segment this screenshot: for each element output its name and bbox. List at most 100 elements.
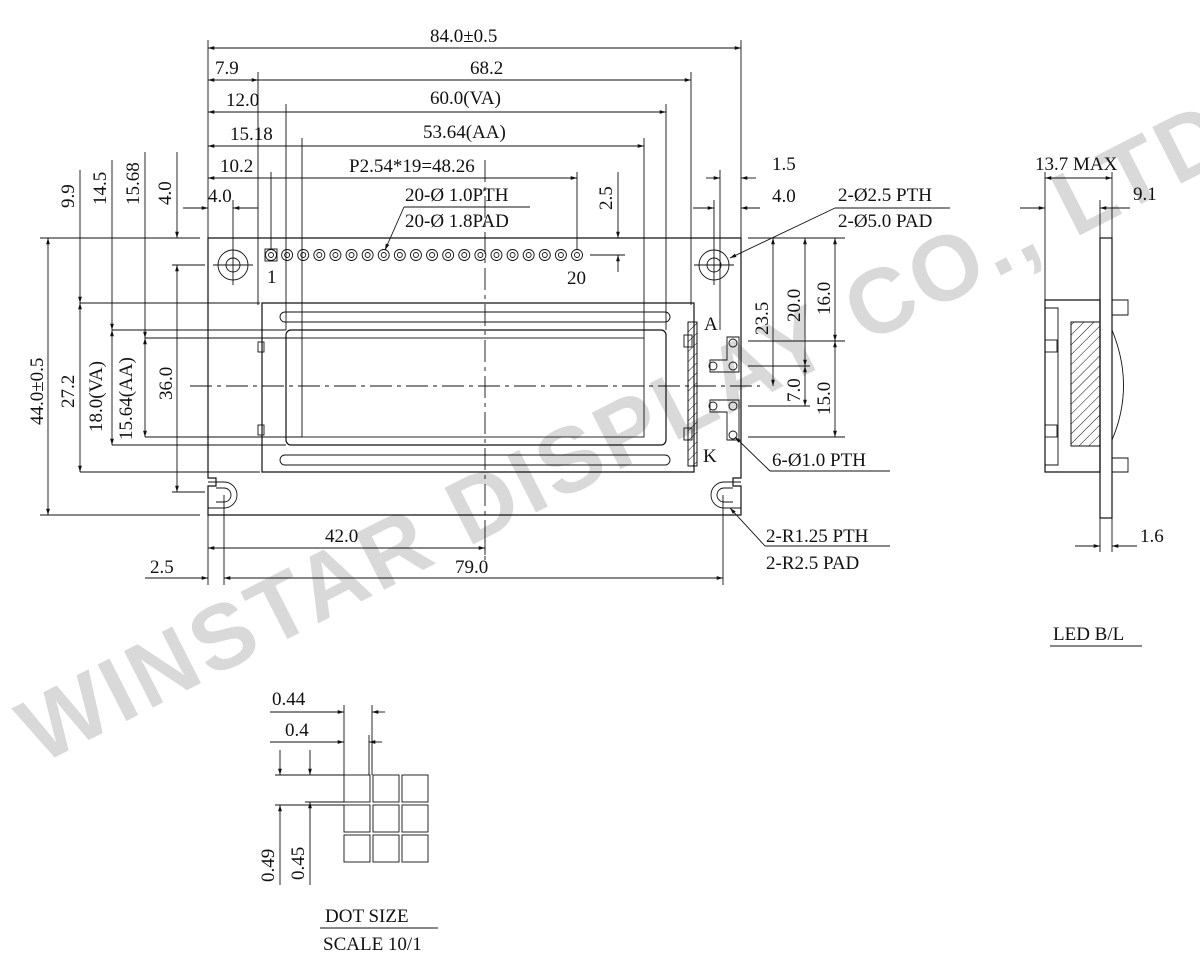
dim-aa-width: 53.64(AA) (423, 122, 506, 143)
dot-cell (372, 804, 400, 833)
pin-13 (458, 249, 471, 261)
pin-15 (490, 249, 503, 261)
dim-overall-height: 44.0±0.5 (27, 358, 48, 425)
dim-27-2: 27.2 (58, 375, 79, 408)
label-pin-pad: 20-Ø 1.8PAD (405, 211, 509, 232)
label-slot-pad: 2-R2.5 PAD (766, 553, 859, 574)
dim-2-5-top: 2.5 (596, 186, 617, 210)
bottom-dimensions: 42.0 2.5 79.0 (145, 495, 724, 585)
dim-4-0-left: 4.0 (208, 186, 232, 207)
dim-20-0: 20.0 (784, 289, 805, 322)
dim-0-49: 0.49 (258, 849, 279, 882)
dot-size-caption: DOT SIZE (325, 906, 409, 927)
dim-7-9: 7.9 (215, 58, 239, 79)
pin-header (264, 248, 583, 262)
pin-4 (313, 249, 326, 261)
label-led-pth: 6-Ø1.0 PTH (772, 450, 866, 471)
mounting-hole-right (694, 245, 734, 285)
pin-18 (538, 249, 551, 261)
slot-left (208, 481, 238, 509)
top-dimensions: 84.0±0.5 7.9 68.2 12.0 60.0(VA) 15.18 53… (183, 26, 950, 338)
pin-2 (281, 249, 294, 261)
dim-0-45: 0.45 (288, 847, 309, 880)
dim-overall-width: 84.0±0.5 (430, 26, 497, 47)
dot-cell (343, 774, 371, 803)
active-area (301, 337, 645, 438)
pin-12 (442, 249, 455, 261)
dot-cell (343, 834, 371, 863)
dim-9-9: 9.9 (58, 184, 79, 208)
dot-grid (343, 774, 429, 863)
dim-15-68: 15.68 (123, 162, 144, 205)
pin-19 (554, 249, 567, 261)
dim-4-0-right: 4.0 (772, 186, 796, 207)
dot-cell (401, 834, 429, 863)
left-dimensions: 44.0±0.5 9.9 27.2 14.5 18.0(VA) 15.68 15… (27, 152, 302, 516)
dim-7-0: 7.0 (784, 378, 805, 402)
pin-9 (393, 249, 406, 261)
dim-pin-pitch: P2.54*19=48.26 (349, 156, 475, 177)
dim-va-height: 18.0(VA) (86, 361, 107, 432)
dot-size-detail: 0.44 0.4 0.49 0.45 DOT SIZE SCALE 10/1 (258, 689, 438, 955)
dot-cell (343, 804, 371, 833)
dim-79-0: 79.0 (455, 557, 488, 578)
dim-pcb-thickness: 1.6 (1140, 526, 1164, 547)
mounting-hole-left (213, 245, 253, 285)
pin-6 (345, 249, 358, 261)
dim-36-0: 36.0 (156, 367, 177, 400)
led-backlight-strip (687, 321, 698, 467)
label-slot-pth: 2-R1.25 PTH (766, 526, 869, 547)
dim-12-0: 12.0 (226, 90, 259, 111)
anode-label: A (704, 314, 718, 335)
dot-cell (372, 834, 400, 863)
label-mount-pth: 2-Ø2.5 PTH (838, 185, 932, 206)
pin-16 (506, 249, 519, 261)
pin-3 (297, 249, 310, 261)
dim-42-0: 42.0 (325, 526, 358, 547)
dim-2-5-bottom: 2.5 (150, 557, 174, 578)
dot-scale-caption: SCALE 10/1 (323, 934, 422, 955)
dim-4-0-vertical: 4.0 (155, 181, 176, 205)
led-pads (708, 336, 740, 441)
dim-1-5: 1.5 (772, 154, 796, 175)
pin-5 (329, 249, 342, 261)
pcb-outline (207, 237, 742, 516)
dim-10-2: 10.2 (220, 156, 253, 177)
dim-0-44: 0.44 (272, 689, 306, 710)
dim-va-width: 60.0(VA) (430, 88, 501, 109)
dim-9-1: 9.1 (1133, 184, 1157, 205)
dim-max-thickness: 13.7 MAX (1035, 154, 1118, 175)
pin-1-label: 1 (267, 267, 277, 288)
dot-cell (401, 774, 429, 803)
dot-cell (372, 774, 400, 803)
dim-14-5: 14.5 (90, 172, 111, 205)
dim-15-0: 15.0 (814, 382, 835, 415)
front-view: 1 20 A K 84.0±0.5 7.9 68.2 12.0 60.0(VA) (27, 26, 950, 585)
viewing-area (285, 329, 667, 446)
side-view-caption: LED B/L (1053, 624, 1124, 645)
watermark: WINSTAR DISPLAY CO., LTD. (3, 68, 1200, 783)
pin-10 (409, 249, 422, 261)
side-view: 13.7 MAX 9.1 1.6 LED B/L (1020, 154, 1164, 647)
dim-16-0: 16.0 (814, 282, 835, 315)
pin-8 (377, 249, 390, 261)
pin-20 (571, 249, 583, 261)
pin-17 (522, 249, 535, 261)
pin-14 (474, 249, 487, 261)
dim-0-4: 0.4 (285, 720, 309, 741)
label-mount-pad: 2-Ø5.0 PAD (838, 211, 932, 232)
label-pin-pth: 20-Ø 1.0PTH (405, 185, 509, 206)
pin-20-label: 20 (567, 268, 586, 289)
side-pcb (1099, 237, 1113, 519)
pin-1 (264, 248, 278, 262)
lcd-bezel (261, 302, 695, 473)
right-dimensions: 23.5 20.0 16.0 7.0 15.0 6-Ø1.0 PTH 2-R1.… (729, 237, 890, 574)
side-backlight (1070, 321, 1101, 447)
dim-15-18: 15.18 (230, 124, 273, 145)
dim-23-5: 23.5 (752, 302, 773, 335)
dot-cell (401, 804, 429, 833)
pin-7 (361, 249, 374, 261)
pin-11 (426, 249, 439, 261)
